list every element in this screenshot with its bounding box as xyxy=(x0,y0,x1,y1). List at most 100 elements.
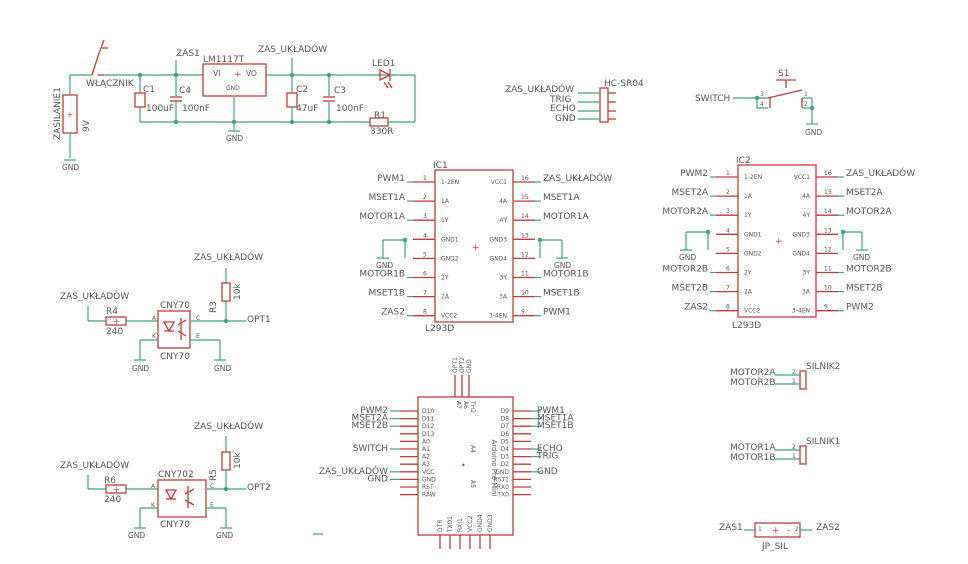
arduino-net-right: TRIG xyxy=(536,452,558,462)
ic2-pin-num-5: 5 xyxy=(726,246,730,253)
jp-label: JP_SIL xyxy=(761,542,788,552)
ic1-pin-num-6: 6 xyxy=(423,271,427,278)
ic1-part: L293D xyxy=(425,324,454,334)
arduino-pro-mini: Arduino Pro Mini • A4 A5 OPT1A7OPT2A6GND… xyxy=(319,357,574,549)
arduino-a5: A5 xyxy=(469,480,476,488)
arduino-pin-right: TX0 xyxy=(496,492,509,499)
ic2-pin-num-14: 14 xyxy=(824,208,832,215)
ic2-pin-label-right: GND3 xyxy=(792,231,810,238)
ic1-pin-num-1: 1 xyxy=(423,175,427,182)
opto2-cny70 xyxy=(157,479,207,518)
ic1-pin-label-left: GND1 xyxy=(441,236,459,243)
reg-gnd-pin: GND xyxy=(226,85,240,92)
opto1-zas-left: ZAS_UKŁADÓW xyxy=(60,290,129,302)
ic1-net-right: PWM1 xyxy=(543,308,571,318)
ic2-pin-label-left: 1Y xyxy=(744,212,752,219)
ic2-gnd-left: GND xyxy=(679,253,696,262)
ic2-pin-num-6: 6 xyxy=(726,266,730,273)
arduino-net-left: GND xyxy=(367,474,388,484)
silnik1-pin-2: 2 xyxy=(792,444,796,451)
arduino-pin-left: RST xyxy=(422,484,434,491)
opto2-pin-k: K xyxy=(151,502,156,509)
arduino-pin-right: D7 xyxy=(501,423,510,430)
ic1-pin-num-9: 9 xyxy=(521,309,525,316)
ic1-pin-num-8: 8 xyxy=(423,309,427,316)
ic2-pin-num-2: 2 xyxy=(726,189,730,196)
svg-text:+: + xyxy=(472,243,480,253)
ic2-pin-label-right: 4A xyxy=(802,193,811,200)
s1-pin-3: 3 xyxy=(760,91,764,98)
opto1-r4-val: 240 xyxy=(106,327,123,337)
opto2-zas-left: ZAS_UKŁADÓW xyxy=(60,459,129,471)
arduino-pin-left: D11 xyxy=(422,416,434,423)
opto1-gnd-right: GND xyxy=(214,364,231,373)
arduino-top-inner: A6 xyxy=(462,401,469,409)
opto2-pin-e: E xyxy=(210,502,214,509)
s1-net-switch: SWITCH xyxy=(695,94,730,104)
ic1-pin-label-left: 2A xyxy=(441,294,450,301)
ic1-net-left: MOTOR1B xyxy=(359,270,405,280)
ic2-pin-num-7: 7 xyxy=(726,285,730,292)
opto2-pin-a: A xyxy=(151,483,156,490)
ic1-pin-label-left: GND2 xyxy=(441,255,459,262)
ic1-net-right: MSET1A xyxy=(543,193,580,203)
ic2-net-left: MSET2A xyxy=(671,188,708,198)
svg-text:+: + xyxy=(67,110,74,119)
ic2-pin-label-left: 1A xyxy=(744,193,753,200)
arduino-title: Arduino Pro Mini xyxy=(490,439,498,496)
c2-value: 47uF xyxy=(296,104,318,114)
hcsr04-pin-trig: TRIG xyxy=(549,95,571,105)
ic1-pin-num-14: 14 xyxy=(521,213,529,220)
hc-sr04-section: HC-SR04 ZAS_UKŁADÓW TRIG ECHO GND xyxy=(505,79,644,124)
ic1-pin-label-left: 2Y xyxy=(441,275,449,282)
arduino-bottom-pin: TXO1 xyxy=(447,516,454,533)
hcsr04-label: HC-SR04 xyxy=(604,79,644,89)
zas-ukladow-label-top: ZAS_UKŁADÓW xyxy=(258,43,327,55)
ic2-pin-num-16: 16 xyxy=(824,170,832,177)
opto1-name-bottom: CNY70 xyxy=(160,352,190,362)
ic2-pin-num-10: 10 xyxy=(824,285,832,292)
opto2-r6-val: 240 xyxy=(104,495,121,505)
arduino-net-left: PWM2 xyxy=(360,406,388,416)
ic2-pin-label-left: 2A xyxy=(744,289,753,296)
svg-text:+: + xyxy=(234,70,242,80)
silnik2-label: SILNIK2 xyxy=(806,362,840,372)
ic1-net-right: MSET1B xyxy=(543,289,580,299)
ic2-pin-label-right: 3-4EN xyxy=(792,308,810,315)
ic2-pin-num-11: 11 xyxy=(824,266,832,273)
ic2-pin-label-right: 3A xyxy=(802,289,811,296)
arduino-top-pin: OPT2 xyxy=(459,357,466,373)
silnik2-net-a: MOTOR2A xyxy=(730,368,776,378)
ic1-net-left: MSET1A xyxy=(368,193,405,203)
r1-label: R1 xyxy=(374,111,386,121)
opto2-gnd-right: GND xyxy=(216,531,233,540)
ic2-net-right: MOTOR2B xyxy=(846,265,892,275)
opto2-name: CNY702 xyxy=(158,470,194,480)
ic1-pin-label-left: 1A xyxy=(441,198,450,205)
c4-label: C4 xyxy=(179,86,191,96)
c1-value: 100uF xyxy=(146,104,174,114)
ic2-pin-label-right: VCC1 xyxy=(794,174,810,181)
ic1-net-left: ZAS2 xyxy=(381,308,405,318)
ic2-part: L293D xyxy=(732,321,761,331)
ic1-pin-num-15: 15 xyxy=(521,194,529,201)
arduino-net-right: GND xyxy=(537,467,558,477)
ic1-net-left: PWM1 xyxy=(377,174,405,184)
ic2-net-left: MOTOR2A xyxy=(662,207,708,217)
arduino-pin-right: GND xyxy=(495,469,509,476)
ic1-pin-num-7: 7 xyxy=(423,290,427,297)
ic1-pin-label-right: 4A xyxy=(499,198,508,205)
ic1-pin-num-12: 12 xyxy=(521,251,529,258)
ic2-pin-label-left: GND2 xyxy=(744,250,762,257)
ic2-pin-label-right: 3Y xyxy=(803,270,811,277)
arduino-top-inner: TH2 xyxy=(469,400,476,413)
ic1-pin-label-right: 4Y xyxy=(500,217,508,224)
arduino-a4: A4 xyxy=(469,445,476,453)
arduino-net-right: ECHO xyxy=(537,444,563,454)
opto2-pin-c: C xyxy=(210,483,214,490)
hcsr04-pin-zas: ZAS_UKŁADÓW xyxy=(505,83,574,95)
s1-gnd: GND xyxy=(805,128,822,137)
jp-left-net: ZAS1 xyxy=(719,523,743,533)
arduino-pin-left: D13 xyxy=(422,431,434,438)
